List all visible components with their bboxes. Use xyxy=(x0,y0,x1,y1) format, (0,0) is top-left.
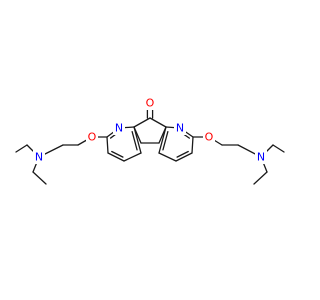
atom-amine-nitrogen-left: N xyxy=(33,150,45,164)
ring-nitrogen-right-label: N xyxy=(176,122,184,135)
bond-C9-C9a xyxy=(149,117,167,128)
atom-ether-oxygen-left: O xyxy=(86,130,98,144)
bond-CL4a-C8a-inner xyxy=(131,131,138,151)
bond-layer xyxy=(15,102,285,185)
atom-ring-nitrogen-right: N xyxy=(174,121,186,135)
bond-CR4-CR4a xyxy=(158,152,177,162)
bond-CL7-CL6 xyxy=(106,136,109,154)
bond-CR4a-C9a xyxy=(158,126,167,154)
bond-CR2-CR3 xyxy=(191,136,194,154)
bond-CLe1-CLe2 xyxy=(15,144,28,153)
bond-CL4a-C8a xyxy=(133,126,142,154)
atom-ether-oxygen-right: O xyxy=(203,130,215,144)
ether-oxygen-right-label: O xyxy=(205,131,214,144)
carbonyl-oxygen-label: O xyxy=(146,97,155,110)
atom-carbonyl-oxygen: O xyxy=(144,96,156,110)
bond-C9-C8a xyxy=(133,117,151,128)
bond-CR3-CR4 xyxy=(175,152,193,162)
bond-CRe1-CRe2 xyxy=(272,144,285,153)
molecule-structure: O N N O O N N xyxy=(15,96,285,185)
atom-ring-nitrogen-left: N xyxy=(113,121,125,135)
amine-nitrogen-left-label: N xyxy=(35,151,43,164)
amine-nitrogen-right-label: N xyxy=(257,151,265,164)
bond-CLe3-CLe4 xyxy=(32,171,47,185)
bond-CL6-CL5 xyxy=(107,152,125,162)
bond-CR3-CR4-inner xyxy=(176,150,189,158)
atom-amine-nitrogen-right: N xyxy=(255,150,267,164)
bond-CL5-CL4a xyxy=(123,152,142,162)
ring-nitrogen-left-label: N xyxy=(115,122,123,135)
bond-CRe3-CRe4 xyxy=(253,171,268,185)
structure-canvas: O N N O O N N xyxy=(15,96,285,185)
bond-CL6-CL5-inner xyxy=(111,150,124,158)
ether-oxygen-left-label: O xyxy=(88,131,97,144)
bond-CR4a-C9a-inner xyxy=(162,131,169,151)
